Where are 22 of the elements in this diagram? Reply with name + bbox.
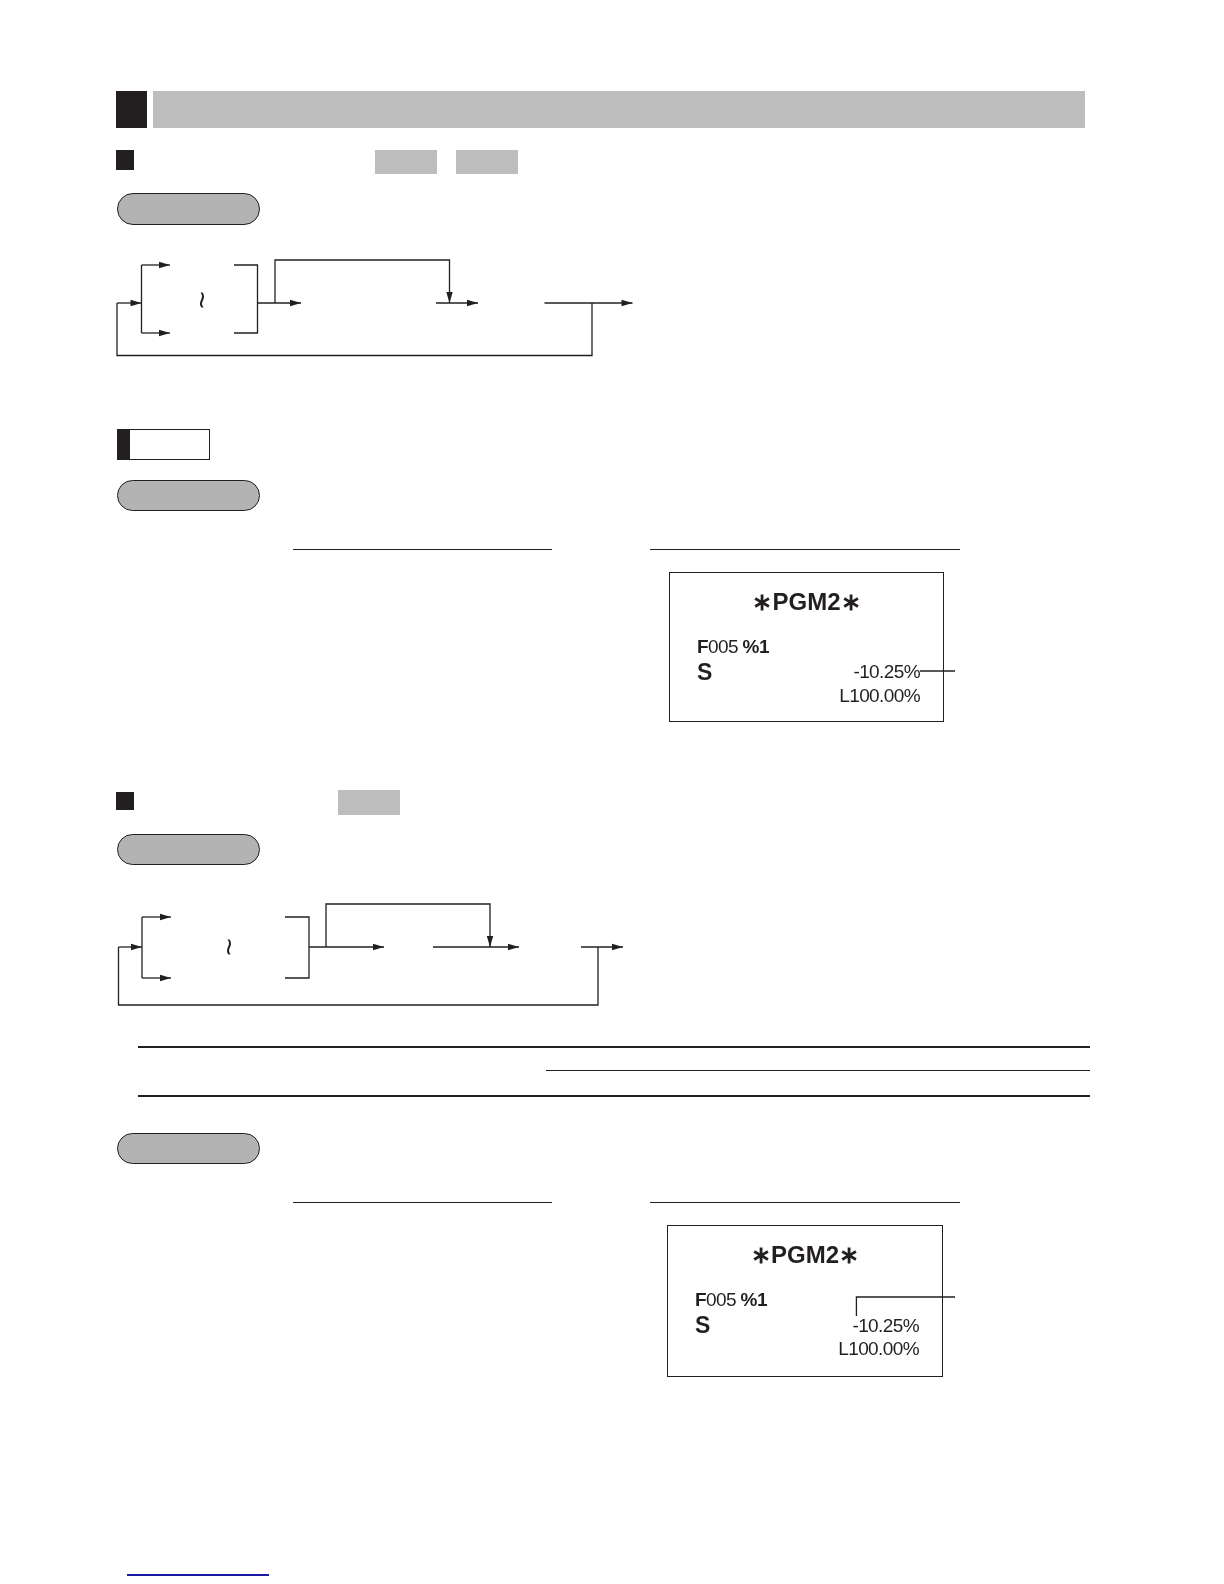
leader-line (855, 1296, 956, 1317)
receipt-line: F005 %1 (695, 1290, 767, 1309)
step-pill (117, 193, 260, 225)
receipt-line: S (697, 661, 713, 684)
receipt-line: F005 %1 (697, 637, 769, 656)
receipt-amount: -10.25% (853, 662, 920, 681)
step-pill (117, 480, 260, 511)
step-pill (117, 834, 260, 865)
receipt-line: L100.00% (838, 1339, 919, 1358)
receipt-printout (667, 1225, 943, 1377)
title-bar (153, 91, 1085, 128)
leader-line (919, 670, 956, 672)
receipt-line: L100.00% (839, 686, 920, 705)
receipt-line: ∗PGM2∗ (752, 590, 861, 614)
receipt-amount: -10.25% (852, 1316, 919, 1335)
receipt-line: S (695, 1314, 711, 1337)
step-pill (117, 1133, 260, 1164)
range-tilde: ~ (214, 938, 244, 956)
receipt-line: ∗PGM2∗ (751, 1243, 859, 1267)
note-tag (117, 429, 210, 460)
receipt-printout (669, 572, 944, 722)
range-tilde: ~ (187, 291, 217, 309)
